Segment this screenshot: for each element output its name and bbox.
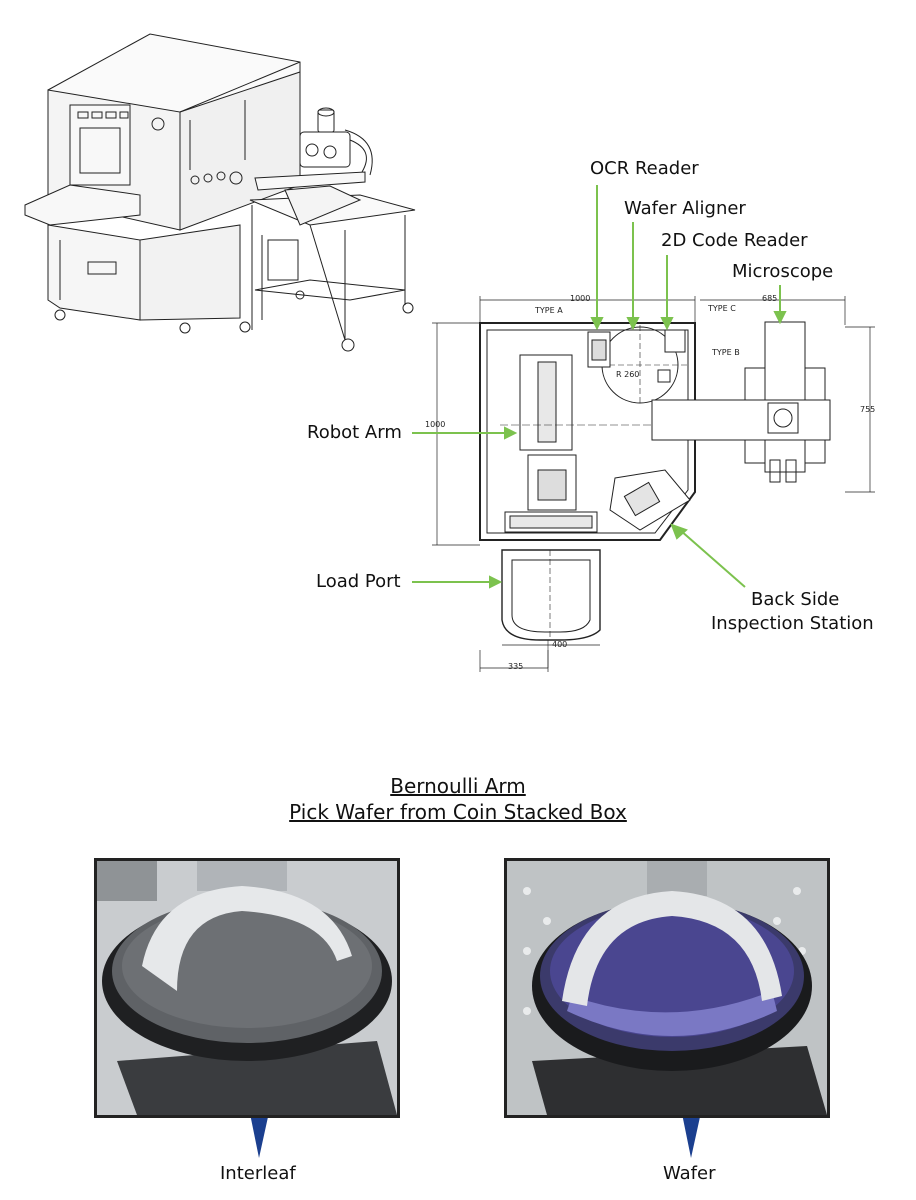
- dim-type-a: TYPE A: [535, 306, 563, 315]
- label-2d-code-reader: 2D Code Reader: [661, 230, 808, 251]
- label-back-side: Back Side: [751, 589, 840, 610]
- dim-load-port-width: 400: [552, 640, 568, 649]
- label-load-port: Load Port: [316, 571, 401, 592]
- label-ocr-reader: OCR Reader: [590, 158, 699, 179]
- dim-right-height: 755: [860, 405, 876, 414]
- dim-type-b: TYPE B: [712, 348, 740, 357]
- section-title-line1: Bernoulli Arm: [390, 774, 526, 798]
- dim-bottom-offset: 335: [508, 662, 524, 671]
- callout-arrows: [412, 185, 787, 589]
- label-robot-arm: Robot Arm: [307, 422, 402, 443]
- dim-type-c: TYPE C: [708, 304, 736, 313]
- equipment-isometric-drawing: [24, 33, 416, 352]
- interleaf-caption: Interleaf: [220, 1163, 296, 1184]
- dim-radius: R 260: [616, 370, 640, 379]
- dim-left-height: 1000: [425, 420, 446, 429]
- label-microscope: Microscope: [732, 261, 834, 282]
- interleaf-photo: [94, 858, 400, 1118]
- dim-top-width: 1000: [570, 294, 591, 303]
- dim-right-width: 685: [762, 294, 778, 303]
- wafer-caption: Wafer: [663, 1163, 716, 1184]
- label-inspection-station: Inspection Station: [711, 613, 874, 634]
- wafer-photo-image: [507, 861, 827, 1115]
- plan-view-drawing: [432, 296, 875, 672]
- interleaf-photo-image: [97, 861, 397, 1115]
- wafer-photo: [504, 858, 830, 1118]
- section-title-line2: Pick Wafer from Coin Stacked Box: [289, 800, 627, 824]
- label-wafer-aligner: Wafer Aligner: [624, 198, 746, 219]
